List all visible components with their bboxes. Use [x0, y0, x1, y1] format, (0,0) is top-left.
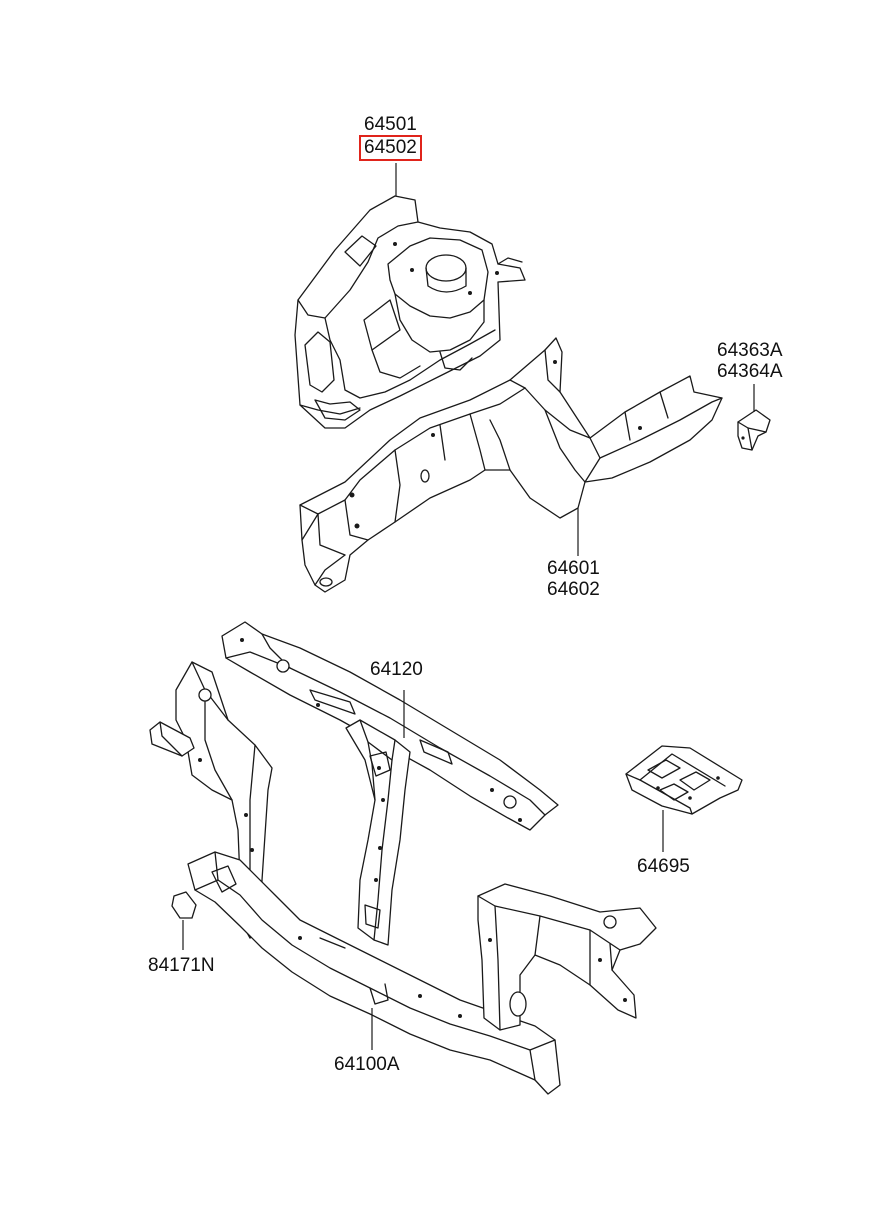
part-label-64364a[interactable]: 64364A: [717, 361, 783, 382]
carrier-part[interactable]: [149, 661, 657, 1095]
part-label-64100a[interactable]: 64100A: [334, 1054, 400, 1075]
fender-apron-part[interactable]: [294, 195, 526, 429]
plate-part[interactable]: [625, 745, 743, 815]
bracket-part[interactable]: [737, 409, 771, 451]
part-label-64601[interactable]: 64601: [547, 558, 600, 579]
part-label-64120[interactable]: 64120: [370, 659, 423, 680]
part-label-64363a[interactable]: 64363A: [717, 340, 783, 361]
part-label-84171n[interactable]: 84171N: [148, 955, 215, 976]
part-label-64501[interactable]: 64501: [364, 114, 417, 135]
part-label-64502-highlighted[interactable]: 64502: [359, 135, 422, 161]
upper-rail-part[interactable]: [221, 621, 559, 946]
part-label-64695[interactable]: 64695: [637, 856, 690, 877]
plug-part[interactable]: [171, 891, 197, 919]
side-member-part[interactable]: [299, 337, 723, 593]
part-label-64602[interactable]: 64602: [547, 579, 600, 600]
